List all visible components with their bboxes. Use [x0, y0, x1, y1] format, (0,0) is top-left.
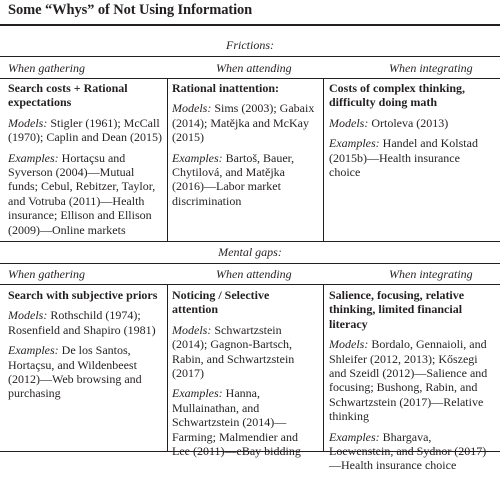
cell-heading: Search costs + Rational expectations	[8, 81, 128, 110]
cell-models: Models: Rothschild (1974); Rosenfield an…	[8, 308, 163, 337]
section-rule	[0, 56, 500, 57]
cell-examples: Examples: Bartoš, Bauer, Chytilová, and …	[172, 151, 318, 209]
cell-heading: Noticing / Selective attention	[172, 288, 270, 317]
examples-text: Hortaçsu and Syverson (2004)—Mutual fund…	[8, 150, 156, 237]
column-divider	[167, 284, 168, 451]
column-divider	[323, 78, 324, 241]
section-heading-mental-gaps: Mental gaps:	[218, 245, 282, 259]
examples-label: Examples:	[8, 343, 59, 358]
section-rule	[0, 241, 500, 242]
title-rule	[0, 24, 500, 26]
examples-text: Handel and Kolstad (2015b)—Health insura…	[329, 136, 478, 180]
models-label: Models:	[172, 101, 212, 116]
table-title: Some “Whys” of Not Using Information	[8, 2, 253, 18]
column-divider	[167, 78, 168, 241]
models-text: Schwartzstein (2014); Gagnon-Bartsch, Ra…	[172, 322, 295, 381]
cell-heading: Costs of complex thinking, difficulty do…	[329, 81, 466, 110]
cell-heading: Search with subjective priors	[8, 288, 158, 302]
examples-text: Bartoš, Bauer, Chytilová, and Matějka (2…	[172, 150, 295, 208]
cell-examples: Examples: De los Santos, Hortaçsu, and W…	[8, 343, 163, 401]
column-header-attending: When attending	[216, 267, 292, 281]
cell-models: Models: Bordalo, Gennaioli, and Shleifer…	[329, 337, 491, 423]
column-header-integrating: When integrating	[389, 267, 473, 281]
models-text: Ortoleva (2013)	[371, 115, 449, 130]
cell-selective-attention: Noticing / Selective attention Models: S…	[172, 288, 318, 464]
bottom-rule	[0, 451, 500, 452]
examples-label: Examples:	[329, 429, 380, 444]
column-header-gathering: When gathering	[8, 61, 85, 75]
header-rule	[0, 78, 500, 79]
models-label: Models:	[8, 115, 48, 130]
models-text: Bordalo, Gennaioli, and Shleifer (2012, …	[329, 337, 488, 424]
cell-examples: Examples: Hanna, Mullainathan, and Schwa…	[172, 386, 318, 458]
examples-label: Examples:	[172, 386, 223, 401]
cell-heading: Salience, focusing, relative thinking, l…	[329, 288, 465, 331]
cell-examples: Examples: Hortaçsu and Syverson (2004)—M…	[8, 151, 163, 237]
models-text: Rothschild (1974); Rosenfield and Shapir…	[8, 308, 156, 337]
models-text: Stigler (1961); McCall (1970); Caplin an…	[8, 115, 162, 145]
cell-models: Models: Stigler (1961); McCall (1970); C…	[8, 116, 163, 145]
cell-complex-thinking: Costs of complex thinking, difficulty do…	[329, 81, 491, 185]
cell-search-costs: Search costs + Rational expectations Mod…	[8, 81, 163, 243]
column-header-attending: When attending	[216, 61, 292, 75]
models-label: Models:	[329, 337, 369, 352]
section-heading-frictions: Frictions:	[226, 38, 274, 52]
cell-models: Models: Sims (2003); Gabaix (2014); Matě…	[172, 101, 318, 144]
models-label: Models:	[172, 322, 212, 337]
models-text: Sims (2003); Gabaix (2014); Matějka and …	[172, 101, 315, 145]
cell-subjective-priors: Search with subjective priors Models: Ro…	[8, 288, 163, 407]
cell-rational-inattention: Rational inattention: Models: Sims (2003…	[172, 81, 318, 214]
column-header-integrating: When integrating	[389, 61, 473, 75]
cell-models: Models: Schwartzstein (2014); Gagnon-Bar…	[172, 323, 318, 381]
column-divider	[323, 284, 324, 451]
examples-label: Examples:	[329, 136, 380, 151]
models-label: Models:	[8, 308, 48, 323]
models-label: Models:	[329, 115, 369, 130]
header-rule	[0, 284, 500, 285]
cell-heading: Rational inattention:	[172, 81, 280, 95]
cell-examples: Examples: Handel and Kolstad (2015b)—Hea…	[329, 136, 491, 179]
examples-label: Examples:	[172, 150, 223, 165]
column-header-gathering: When gathering	[8, 267, 85, 281]
examples-label: Examples:	[8, 150, 59, 165]
cell-models: Models: Ortoleva (2013)	[329, 116, 491, 130]
examples-text: De los Santos, Hortaçsu, and Wildenbeest…	[8, 343, 142, 401]
section-rule	[0, 263, 500, 264]
